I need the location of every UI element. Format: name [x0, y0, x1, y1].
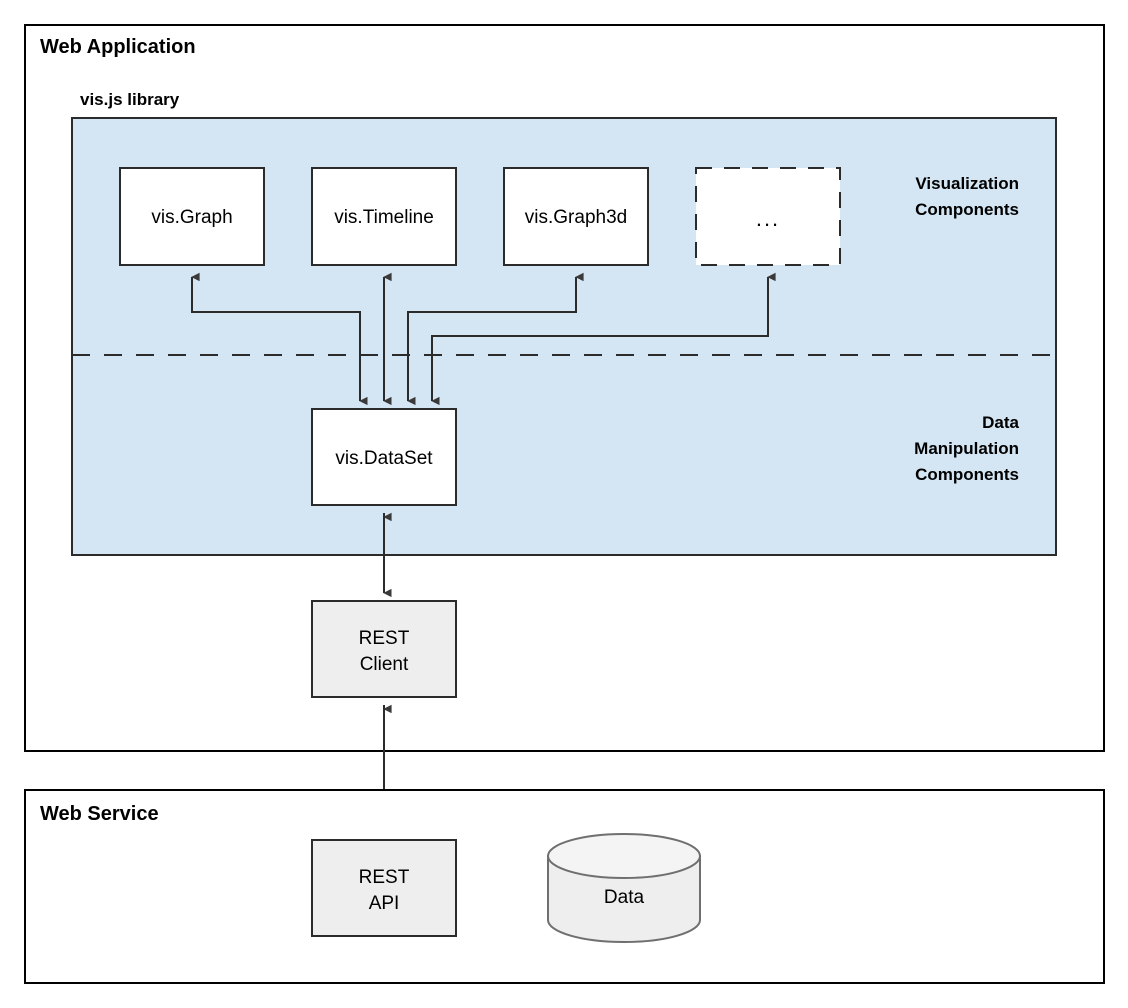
node-vis-graph3d-label: vis.Graph3d — [525, 207, 627, 228]
node-vis-graph-box[interactable] — [119, 167, 265, 266]
node-vis-graph3d-box[interactable] — [503, 167, 649, 266]
node-rest-client-label-line1: REST — [359, 628, 410, 649]
node-vis-graph3d[interactable]: vis.Graph3d — [503, 167, 649, 266]
connector-dataset-to-more-components — [431, 272, 776, 406]
node-more-components-label: ... — [756, 206, 780, 231]
web-service-title: Web Service — [40, 803, 159, 825]
node-vis-dataset-label: vis.DataSet — [335, 448, 433, 469]
connector-dataset-to-vis-graph3d — [407, 272, 584, 406]
svg-text:Components: Components — [915, 465, 1019, 484]
node-vis-graph[interactable]: vis.Graph — [119, 167, 265, 266]
web-application-title: Web Application — [40, 36, 196, 58]
database-cylinder-body[interactable] — [547, 855, 701, 943]
node-more-components-box[interactable] — [695, 167, 841, 266]
node-vis-graph-label: vis.Graph — [151, 207, 232, 228]
node-vis-dataset-box[interactable] — [311, 408, 457, 506]
node-vis-timeline-label: vis.Timeline — [334, 207, 434, 228]
node-rest-api-label-line1: REST — [359, 867, 410, 888]
node-rest-api-label-line2: API — [369, 893, 400, 914]
svg-text:Components: Components — [915, 200, 1019, 219]
database-cylinder-top — [547, 833, 701, 879]
node-vis-timeline[interactable]: vis.Timeline — [311, 167, 457, 266]
node-rest-api[interactable]: REST API — [311, 839, 457, 937]
node-data-store[interactable]: Data — [547, 833, 701, 943]
svg-text:Visualization: Visualization — [915, 174, 1019, 193]
node-rest-client-box[interactable] — [311, 600, 457, 698]
node-vis-dataset[interactable]: vis.DataSet — [311, 408, 457, 506]
data-manipulation-zone-label: Data Manipulation Components — [914, 413, 1019, 484]
connector-dataset-to-vis-graph — [191, 272, 368, 406]
visualization-zone-label: Visualization Components — [915, 174, 1019, 219]
svg-text:Data: Data — [982, 413, 1019, 432]
vis-js-library-title: vis.js library — [80, 90, 180, 109]
svg-text:Manipulation: Manipulation — [914, 439, 1019, 458]
node-rest-api-box[interactable] — [311, 839, 457, 937]
node-vis-timeline-box[interactable] — [311, 167, 457, 266]
node-more-components[interactable]: ... — [695, 167, 841, 266]
node-rest-client-label-line2: Client — [360, 654, 409, 675]
node-data-store-label: Data — [604, 887, 645, 908]
node-rest-client[interactable]: REST Client — [311, 600, 457, 698]
